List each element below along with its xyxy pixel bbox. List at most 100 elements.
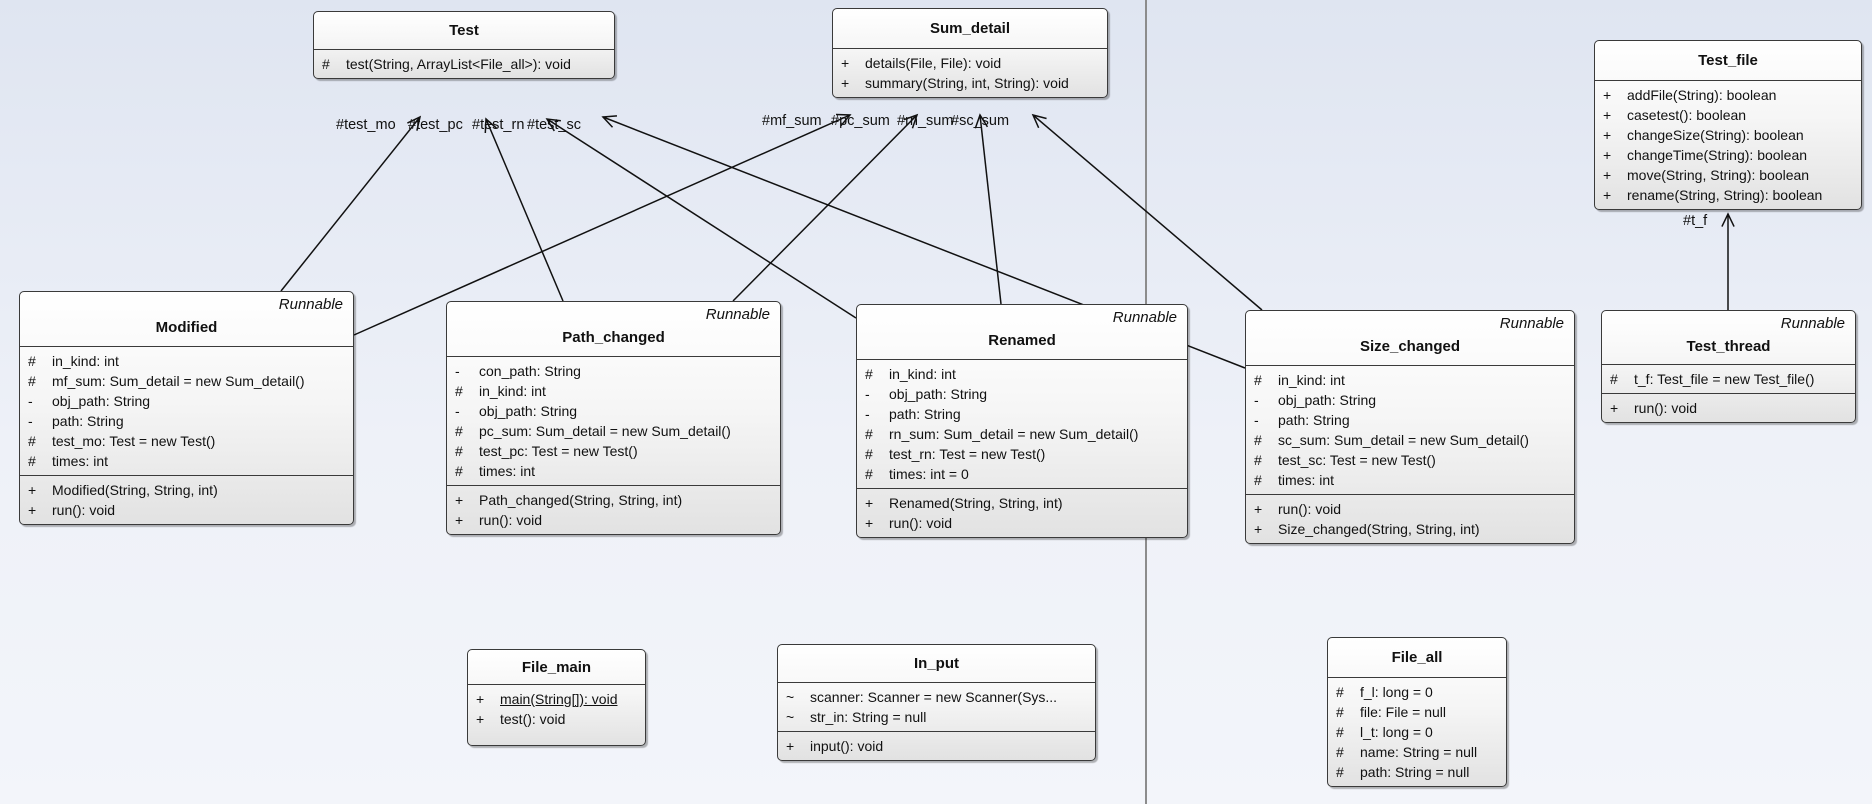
class-name: Test_file: [1698, 52, 1758, 69]
association-role-label: #t_f: [1683, 213, 1708, 229]
operation-row[interactable]: +Size_changed(String, String, int): [1246, 519, 1574, 539]
attribute-row[interactable]: #times: int: [1246, 470, 1574, 490]
operation-row[interactable]: +run(): void: [447, 510, 780, 530]
operation-row[interactable]: +rename(String, String): boolean: [1595, 185, 1861, 205]
attribute-row[interactable]: ~str_in: String = null: [778, 707, 1095, 727]
attribute-row[interactable]: -obj_path: String: [447, 401, 780, 421]
visibility-marker: +: [455, 512, 464, 528]
attribute-row[interactable]: -obj_path: String: [20, 391, 353, 411]
class-test[interactable]: Test#test(String, ArrayList<File_all>): …: [313, 11, 615, 79]
operation-row[interactable]: +Modified(String, String, int): [20, 480, 353, 500]
visibility-marker: +: [28, 502, 37, 518]
attribute-text: in_kind: int: [52, 353, 119, 369]
operation-row[interactable]: +main(String[]): void: [468, 689, 645, 709]
attribute-row[interactable]: #in_kind: int: [857, 364, 1187, 384]
attribute-row[interactable]: -path: String: [20, 411, 353, 431]
association-line[interactable]: [546, 118, 857, 319]
attribute-row[interactable]: #in_kind: int: [20, 351, 353, 371]
operations-compartment: +run(): void+Size_changed(String, String…: [1246, 494, 1574, 543]
attribute-row[interactable]: #in_kind: int: [447, 381, 780, 401]
attribute-row[interactable]: #test_pc: Test = new Test(): [447, 441, 780, 461]
attribute-row[interactable]: -path: String: [1246, 410, 1574, 430]
attribute-row[interactable]: #times: int: [447, 461, 780, 481]
attribute-row[interactable]: #path: String = null: [1328, 762, 1506, 782]
operation-row[interactable]: +summary(String, int, String): void: [833, 73, 1107, 93]
operation-row[interactable]: +run(): void: [857, 513, 1187, 533]
operation-row[interactable]: +changeSize(String): boolean: [1595, 125, 1861, 145]
visibility-marker: -: [455, 363, 460, 379]
operations-compartment: +Modified(String, String, int)+run(): vo…: [20, 475, 353, 524]
association-role-label: #test_rn: [472, 117, 525, 133]
operation-row[interactable]: +run(): void: [1602, 398, 1855, 418]
attribute-row[interactable]: #times: int = 0: [857, 464, 1187, 484]
operations-compartment: +main(String[]): void+test(): void: [468, 685, 645, 733]
class-test-file[interactable]: Test_file +addFile(String): boolean+caset…: [1594, 40, 1862, 210]
attribute-row[interactable]: -path: String: [857, 404, 1187, 424]
attribute-row[interactable]: #t_f: Test_file = new Test_file(): [1602, 369, 1855, 389]
attribute-row[interactable]: #file: File = null: [1328, 702, 1506, 722]
operation-text: casetest(): boolean: [1627, 107, 1747, 123]
attribute-row[interactable]: #f_l: long = 0: [1328, 682, 1506, 702]
attribute-row[interactable]: #pc_sum: Sum_detail = new Sum_detail(): [447, 421, 780, 441]
operation-row[interactable]: +move(String, String): boolean: [1595, 165, 1861, 185]
operations-compartment: +run(): void: [1602, 393, 1855, 422]
visibility-marker: ~: [786, 709, 795, 725]
attribute-text: test_rn: Test = new Test(): [889, 446, 1046, 462]
visibility-marker: +: [865, 495, 874, 511]
attribute-row[interactable]: #test_rn: Test = new Test(): [857, 444, 1187, 464]
association-line[interactable]: [280, 116, 421, 292]
association-line[interactable]: [485, 118, 564, 302]
attribute-row[interactable]: #rn_sum: Sum_detail = new Sum_detail(): [857, 424, 1187, 444]
class-sum-detail[interactable]: Sum_detail+details(File, File): void+sum…: [832, 8, 1108, 98]
operation-text: main(String[]): void: [500, 691, 618, 707]
attribute-row[interactable]: #l_t: long = 0: [1328, 722, 1506, 742]
attribute-row[interactable]: #sc_sum: Sum_detail = new Sum_detail(): [1246, 430, 1574, 450]
operation-row[interactable]: +addFile(String): boolean: [1595, 85, 1861, 105]
attribute-row[interactable]: #test_sc: Test = new Test(): [1246, 450, 1574, 470]
visibility-marker: #: [865, 466, 873, 482]
class-file-main[interactable]: File_main+main(String[]): void+test(): v…: [467, 649, 646, 746]
attributes-compartment: #in_kind: int-obj_path: String-path: Str…: [857, 360, 1187, 488]
attribute-row[interactable]: #times: int: [20, 451, 353, 471]
operation-row[interactable]: +run(): void: [1246, 499, 1574, 519]
operations-compartment: +details(File, File): void+summary(Strin…: [833, 49, 1107, 97]
attribute-row[interactable]: #in_kind: int: [1246, 370, 1574, 390]
association-line[interactable]: [732, 114, 918, 302]
operation-row[interactable]: +Renamed(String, String, int): [857, 493, 1187, 513]
operation-row[interactable]: +input(): void: [778, 736, 1095, 756]
attribute-row[interactable]: #mf_sum: Sum_detail = new Sum_detail(): [20, 371, 353, 391]
operation-row[interactable]: +details(File, File): void: [833, 53, 1107, 73]
attribute-row[interactable]: -obj_path: String: [857, 384, 1187, 404]
operation-row[interactable]: +test(): void: [468, 709, 645, 729]
attribute-row[interactable]: #name: String = null: [1328, 742, 1506, 762]
operations-compartment: +Renamed(String, String, int)+run(): voi…: [857, 488, 1187, 537]
attribute-row[interactable]: ~scanner: Scanner = new Scanner(Sys...: [778, 687, 1095, 707]
operation-text: rename(String, String): boolean: [1627, 187, 1823, 203]
visibility-marker: +: [1254, 501, 1263, 517]
stereotype-label: Runnable: [278, 296, 343, 313]
association-line[interactable]: [979, 114, 1002, 305]
association-line[interactable]: [353, 114, 851, 336]
attribute-text: scanner: Scanner = new Scanner(Sys...: [810, 689, 1058, 705]
operation-row[interactable]: +casetest(): boolean: [1595, 105, 1861, 125]
operation-row[interactable]: +changeTime(String): boolean: [1595, 145, 1861, 165]
operation-row[interactable]: +run(): void: [20, 500, 353, 520]
operation-row[interactable]: +Path_changed(String, String, int): [447, 490, 780, 510]
attribute-text: path: String: [889, 406, 961, 422]
operation-text: details(File, File): void: [865, 55, 1002, 71]
operation-text: move(String, String): boolean: [1627, 167, 1810, 183]
class-in-put[interactable]: In_put~scanner: Scanner = new Scanner(Sy…: [777, 644, 1096, 761]
association-line[interactable]: [1032, 114, 1263, 311]
class-header: File_all: [1328, 638, 1506, 678]
attribute-row[interactable]: -con_path: String: [447, 361, 780, 381]
operation-row[interactable]: #test(String, ArrayList<File_all>): void: [314, 54, 614, 74]
attribute-row[interactable]: #test_mo: Test = new Test(): [20, 431, 353, 451]
class-file-all[interactable]: File_all #f_l: long = 0#file: File = null…: [1327, 637, 1507, 787]
attribute-row[interactable]: -obj_path: String: [1246, 390, 1574, 410]
